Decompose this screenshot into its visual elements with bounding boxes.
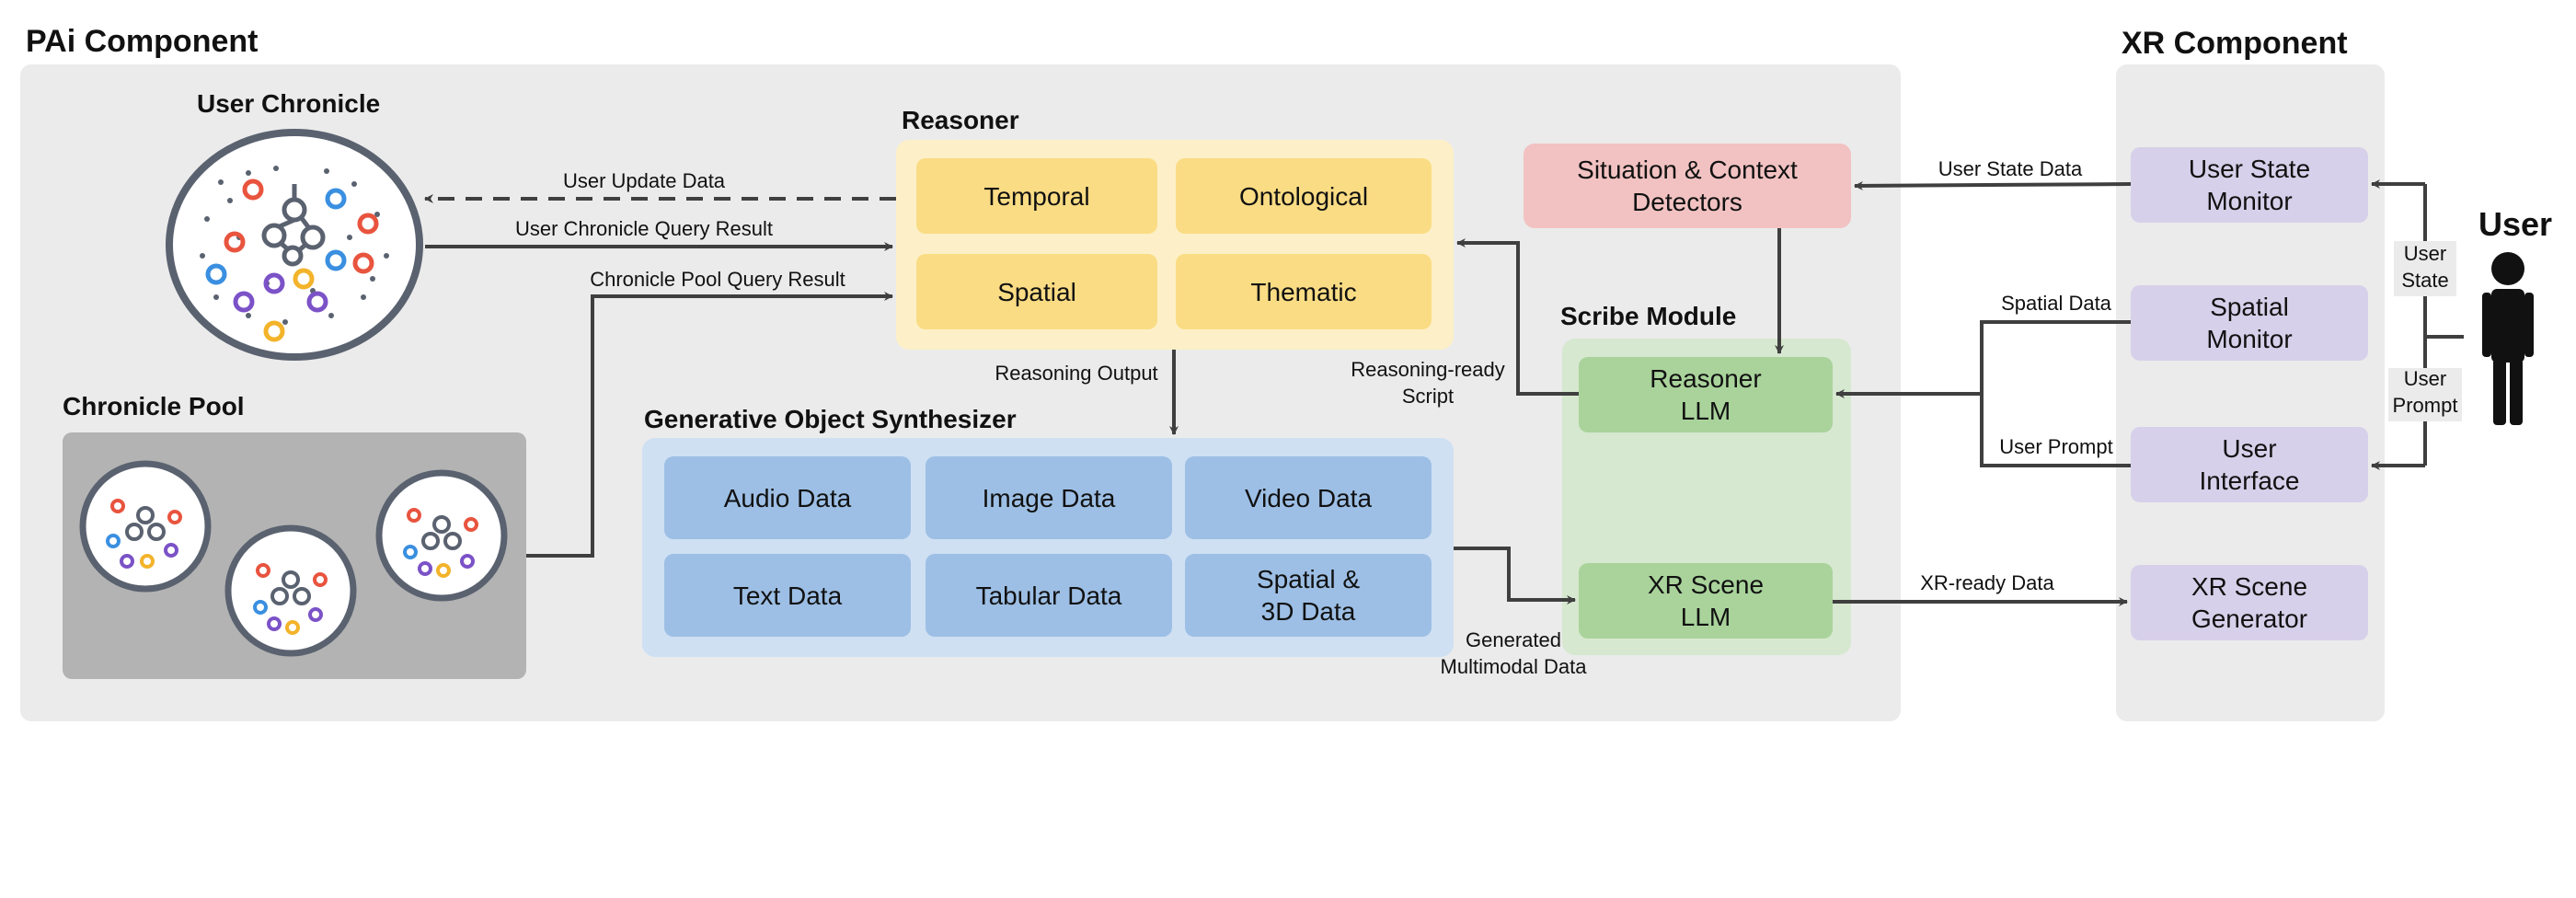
synth-cell-image: Image Data xyxy=(926,456,1172,539)
xr-component-title: XR Component xyxy=(2122,26,2348,61)
user-chronicle-graphic xyxy=(166,129,423,361)
label-user-state-data: User State Data xyxy=(1938,157,2083,180)
edge-pool-query xyxy=(526,292,893,558)
xr-scene-generator: XR Scene Generator xyxy=(2131,565,2368,640)
spatial-monitor: Spatial Monitor xyxy=(2131,285,2368,361)
chronicle-pool-graphic xyxy=(79,460,508,657)
synth-cell-tabular: Tabular Data xyxy=(926,554,1172,637)
label-user-state: User State xyxy=(2401,242,2449,292)
synth-cell-spatial-3d: Spatial & 3D Data xyxy=(1185,554,1432,637)
user-state-label-bg xyxy=(2394,241,2456,296)
user-title: User xyxy=(2478,205,2553,243)
situation-context-detectors: Situation & Context Detectors xyxy=(1524,144,1851,228)
label-user-prompt-short: User Prompt xyxy=(2392,367,2458,417)
reasoner-cell-temporal: Temporal xyxy=(916,158,1157,234)
reasoner-title: Reasoner xyxy=(902,106,1019,134)
chronicle-pool-title: Chronicle Pool xyxy=(63,392,245,420)
scribe-module-title: Scribe Module xyxy=(1560,302,1737,330)
reasoner-cell-spatial: Spatial xyxy=(916,254,1157,329)
synth-cell-video: Video Data xyxy=(1185,456,1432,539)
reasoner-cell-ontological: Ontological xyxy=(1176,158,1432,234)
user-figure-icon xyxy=(2482,252,2534,425)
synthesizer-title: Generative Object Synthesizer xyxy=(644,405,1017,433)
edge-reasoning-ready xyxy=(1456,238,1579,396)
label-chronicle-query: User Chronicle Query Result xyxy=(515,217,773,240)
user-interface: User Interface xyxy=(2131,427,2368,502)
xr-scene-llm-box: XR Scene LLM xyxy=(1579,563,1833,639)
reasoner-llm-box: Reasoner LLM xyxy=(1579,357,1833,432)
label-reasoning-output: Reasoning Output xyxy=(995,362,1158,385)
user-prompt-label-bg xyxy=(2388,368,2462,421)
label-reasoning-ready: Reasoning-ready Script xyxy=(1351,358,1505,408)
label-user-prompt: User Prompt xyxy=(1999,435,2113,458)
user-chronicle-title: User Chronicle xyxy=(197,89,381,118)
edge-generated-multimodal xyxy=(1454,547,1576,604)
pai-component-title: PAi Component xyxy=(26,24,259,59)
label-xr-ready: XR-ready Data xyxy=(1920,571,2054,594)
label-spatial-data: Spatial Data xyxy=(2001,292,2111,315)
user-state-monitor: User State Monitor xyxy=(2131,147,2368,223)
label-generated-multimodal: Generated Multimodal Data xyxy=(1440,628,1587,678)
reasoner-cell-thematic: Thematic xyxy=(1176,254,1432,329)
synth-cell-text: Text Data xyxy=(664,554,911,637)
edge-user-state-data xyxy=(1854,180,2132,190)
label-pool-query: Chronicle Pool Query Result xyxy=(590,268,845,291)
synth-cell-audio: Audio Data xyxy=(664,456,911,539)
label-user-update: User Update Data xyxy=(562,169,726,192)
